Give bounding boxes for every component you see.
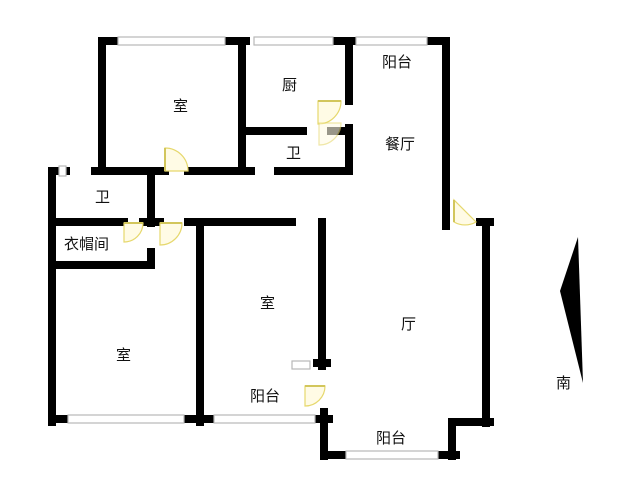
walls: [48, 37, 494, 460]
balcony-south-label: 阳台: [376, 429, 406, 447]
kitchen-label: 厨: [282, 76, 297, 94]
window-middle-room-side: [291, 360, 311, 370]
room-middle-label: 室: [260, 294, 275, 312]
compass-arrow-icon: [560, 237, 583, 383]
door-dining-arc: [453, 198, 477, 226]
door-middle-balcony-arc: [304, 385, 326, 407]
closet-label: 衣帽间: [64, 235, 109, 253]
window-middle-balcony: [213, 414, 316, 424]
window-south-balcony: [345, 450, 439, 460]
dining-label: 餐厅: [385, 135, 415, 153]
balcony-middle-label: 阳台: [250, 387, 280, 405]
living-label: 厅: [401, 315, 416, 333]
window-top-bedroom: [117, 36, 226, 46]
bath-west-label: 卫: [95, 188, 110, 206]
door-bath-north-arc: [318, 122, 342, 146]
door-top-bedroom-arc: [164, 147, 189, 172]
bath-north-label: 卫: [286, 144, 301, 162]
door-kitchen-arc: [317, 100, 342, 125]
balcony-north-label: 阳台: [382, 53, 412, 71]
compass: 南: [556, 237, 583, 392]
window-bottom-left: [67, 414, 185, 424]
doors: [123, 100, 477, 407]
compass-label: 南: [556, 374, 571, 392]
window-kitchen-top: [253, 36, 334, 46]
window-west-bath: [58, 165, 67, 177]
room-labels: 室 厨 阳台 餐厅 卫 卫 衣帽间 室 厅 室 阳台 阳台: [64, 53, 416, 447]
door-closet-arc: [123, 222, 144, 243]
wall-closet-bottom: [48, 248, 155, 269]
door-middle-room-arc: [159, 222, 183, 246]
window-north-balcony: [355, 36, 428, 46]
room-top-left-label: 室: [173, 97, 188, 115]
room-bottom-left-label: 室: [116, 346, 131, 364]
windows: [58, 36, 439, 460]
